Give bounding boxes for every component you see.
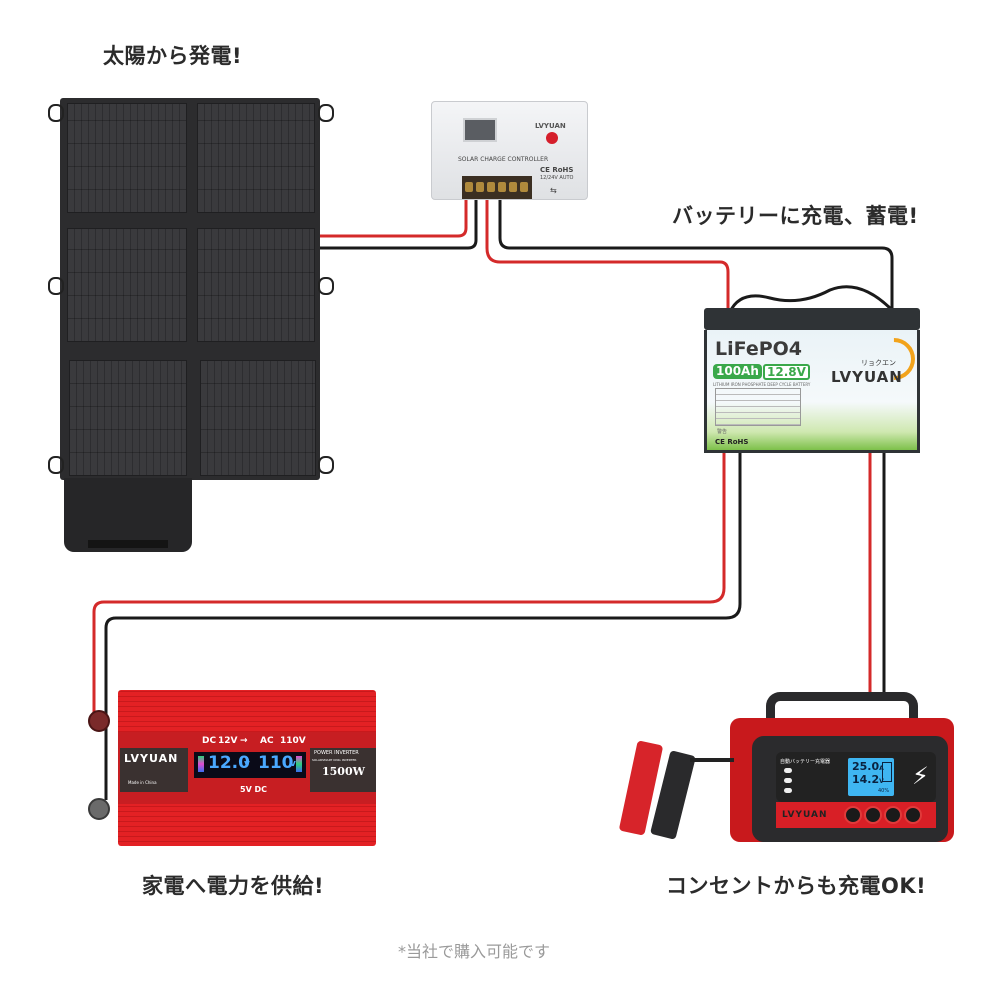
battery-chemistry: LiFePO4 — [715, 338, 803, 360]
solar-cell — [200, 360, 316, 476]
charger-lcd-voltage: 14.2V — [852, 773, 884, 786]
controller-brand: LVYUAN — [535, 122, 566, 130]
charger-voltage-unit: V — [879, 778, 884, 785]
charger-current-value: 25.0 — [852, 760, 880, 773]
charger-mode-button[interactable] — [864, 806, 882, 824]
solar-panel-pouch — [64, 478, 192, 552]
charger-lcd-current: 25.0A — [852, 760, 884, 773]
battery-certs: CE RoHS — [715, 438, 749, 446]
wire-controller-to-battery-positive — [485, 196, 730, 310]
controller-label: SOLAR CHARGE CONTROLLER — [458, 156, 549, 163]
heading-charger: コンセントからも充電OK! — [666, 874, 927, 898]
inverter-legend: Made in China — [128, 780, 157, 785]
mounting-loop — [318, 456, 334, 474]
inverter-negative-terminal[interactable] — [88, 798, 110, 820]
charge-controller: LVYUAN SOLAR CHARGE CONTROLLER CE RoHS 1… — [431, 101, 588, 200]
wire-battery-to-inverter-negative — [104, 450, 742, 800]
controller-rating: 12/24V AUTO — [540, 175, 574, 181]
solar-cell — [197, 228, 315, 342]
heading-inverter: 家電へ電力を供給! — [142, 874, 325, 898]
battery-capacity: 100Ah — [713, 364, 762, 379]
wire-controller-to-battery-negative — [498, 196, 894, 310]
inverter-input-label: DC — [202, 736, 217, 746]
inverter-positive-terminal[interactable] — [88, 710, 110, 732]
lightning-icon: ⚡ — [912, 762, 929, 790]
controller-button[interactable] — [546, 132, 558, 144]
inverter-output-label: AC — [260, 736, 274, 746]
battery-spec-table — [715, 388, 801, 426]
solar-cell — [67, 103, 187, 213]
charger-face: 自動バッテリー充電器 25.0A 14.2V 40% ⚡ — [776, 752, 936, 802]
charger-repair-button[interactable] — [904, 806, 922, 824]
charger-start-button[interactable] — [844, 806, 862, 824]
clamp-cable — [690, 758, 734, 762]
controller-lcd — [463, 118, 497, 142]
inverter-type: POWER INVERTER — [314, 750, 359, 756]
heading-solar: 太陽から発電! — [103, 44, 243, 68]
mounting-loop — [318, 277, 334, 295]
inverter-lcd-input: 12.0 — [208, 753, 250, 773]
mounting-loop — [48, 456, 64, 474]
battery-jumper-cable — [728, 285, 894, 313]
usb-icon: ⇆ — [550, 186, 557, 195]
inverter-power: 1500W — [322, 765, 365, 778]
inverter-brand: LVYUAN — [124, 752, 179, 765]
mounting-loop — [48, 104, 64, 122]
charger-title: 自動バッテリー充電器 — [780, 759, 831, 765]
inverter-subtype: SOLARSMART KING INVERTER — [312, 758, 357, 762]
inverter-input-voltage: 12V — [218, 736, 238, 746]
controller-cert: CE RoHS — [540, 166, 574, 174]
solar-cell — [197, 103, 315, 213]
inverter-arrow: → — [240, 736, 248, 746]
charger-handle[interactable] — [766, 692, 918, 731]
battery-subtitle: LITHIUM IRON PHOSPHATE DEEP CYCLE BATTER… — [713, 382, 811, 387]
inverter-lcd-output-unit: v — [290, 759, 296, 769]
battery-brand: LVYUAN — [831, 368, 903, 386]
heading-battery: バッテリーに充電、蓄電! — [672, 204, 919, 228]
controller-terminal-block — [462, 176, 532, 199]
solar-cell — [67, 228, 187, 342]
wire-panel-to-controller-negative — [318, 196, 478, 250]
inverter-lcd — [194, 752, 306, 778]
mounting-loop — [318, 104, 334, 122]
charger-power-button[interactable] — [884, 806, 902, 824]
wire-battery-to-inverter-positive — [92, 450, 726, 712]
footnote: *当社で購入可能です — [398, 942, 551, 961]
inverter-output-voltage: 110V — [280, 736, 306, 746]
battery-warning: 警告 — [717, 429, 728, 435]
inverter-lcd-input-unit: v — [244, 759, 250, 769]
charger-brand: LVYUAN — [782, 810, 828, 820]
charger-voltage-value: 14.2 — [852, 773, 880, 786]
charger-lcd: 25.0A 14.2V 40% — [848, 758, 894, 796]
charger-current-unit: A — [879, 765, 884, 772]
battery-voltage: 12.8V — [763, 364, 810, 380]
inverter-lcd-output: 110 — [258, 753, 294, 773]
mounting-loop — [48, 277, 64, 295]
battery-level-icon — [882, 762, 892, 782]
charger-lcd-percent: 40% — [878, 788, 890, 794]
inverter-usb-label: 5V DC — [240, 785, 268, 794]
solar-cell — [69, 360, 187, 476]
wire-panel-to-controller-positive — [318, 196, 468, 238]
battery-brand-kana: リョクエン — [861, 359, 896, 367]
